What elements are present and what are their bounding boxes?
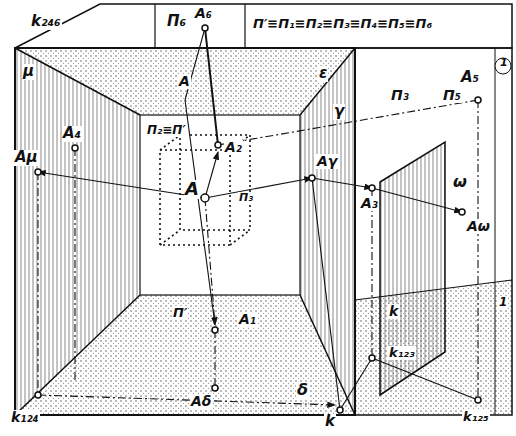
point-label: 1 [499, 57, 509, 69]
point-label: γ [333, 104, 345, 120]
point-label: Π₅ [442, 88, 462, 103]
point-label: k₁₂₄ [10, 410, 40, 425]
point-label: ε [318, 66, 328, 82]
point-label: Π₃ [390, 88, 410, 103]
point-label: Π₃ [238, 192, 254, 204]
point-label: A [178, 74, 191, 89]
point-label: Aω [466, 219, 491, 234]
point-label: A₄ [62, 126, 82, 142]
point-label: A₆ [194, 6, 213, 21]
point-label: A [184, 180, 200, 199]
point-label: A₂ [224, 140, 243, 155]
point-label: A₃ [360, 196, 379, 211]
point-label: k₁₂₅ [462, 410, 490, 424]
point-label: Π′ [172, 306, 188, 320]
point-label: A₅ [460, 70, 480, 86]
point-label: ω [452, 174, 468, 191]
point-label: k₁₂₃ [388, 346, 416, 360]
point-label: Aγ [316, 154, 338, 169]
point-label: Aμ [14, 150, 39, 166]
point-label: k [388, 304, 399, 319]
point-label: k₂₄₆ [30, 14, 62, 30]
point-label: Π₂≡Π′ [146, 124, 187, 137]
point-label: Π₆ [166, 14, 187, 30]
point-label: k [324, 414, 336, 430]
point-label: Aδ [190, 394, 212, 409]
point-label: 1 [498, 296, 508, 309]
point-label: Π′≡Π₁≡Π₂≡Π₃≡Π₄≡Π₅≡Π₆ [252, 17, 433, 31]
point-label: δ [296, 382, 309, 399]
point-label: μ [22, 64, 35, 80]
point-label: A₁ [238, 312, 257, 327]
